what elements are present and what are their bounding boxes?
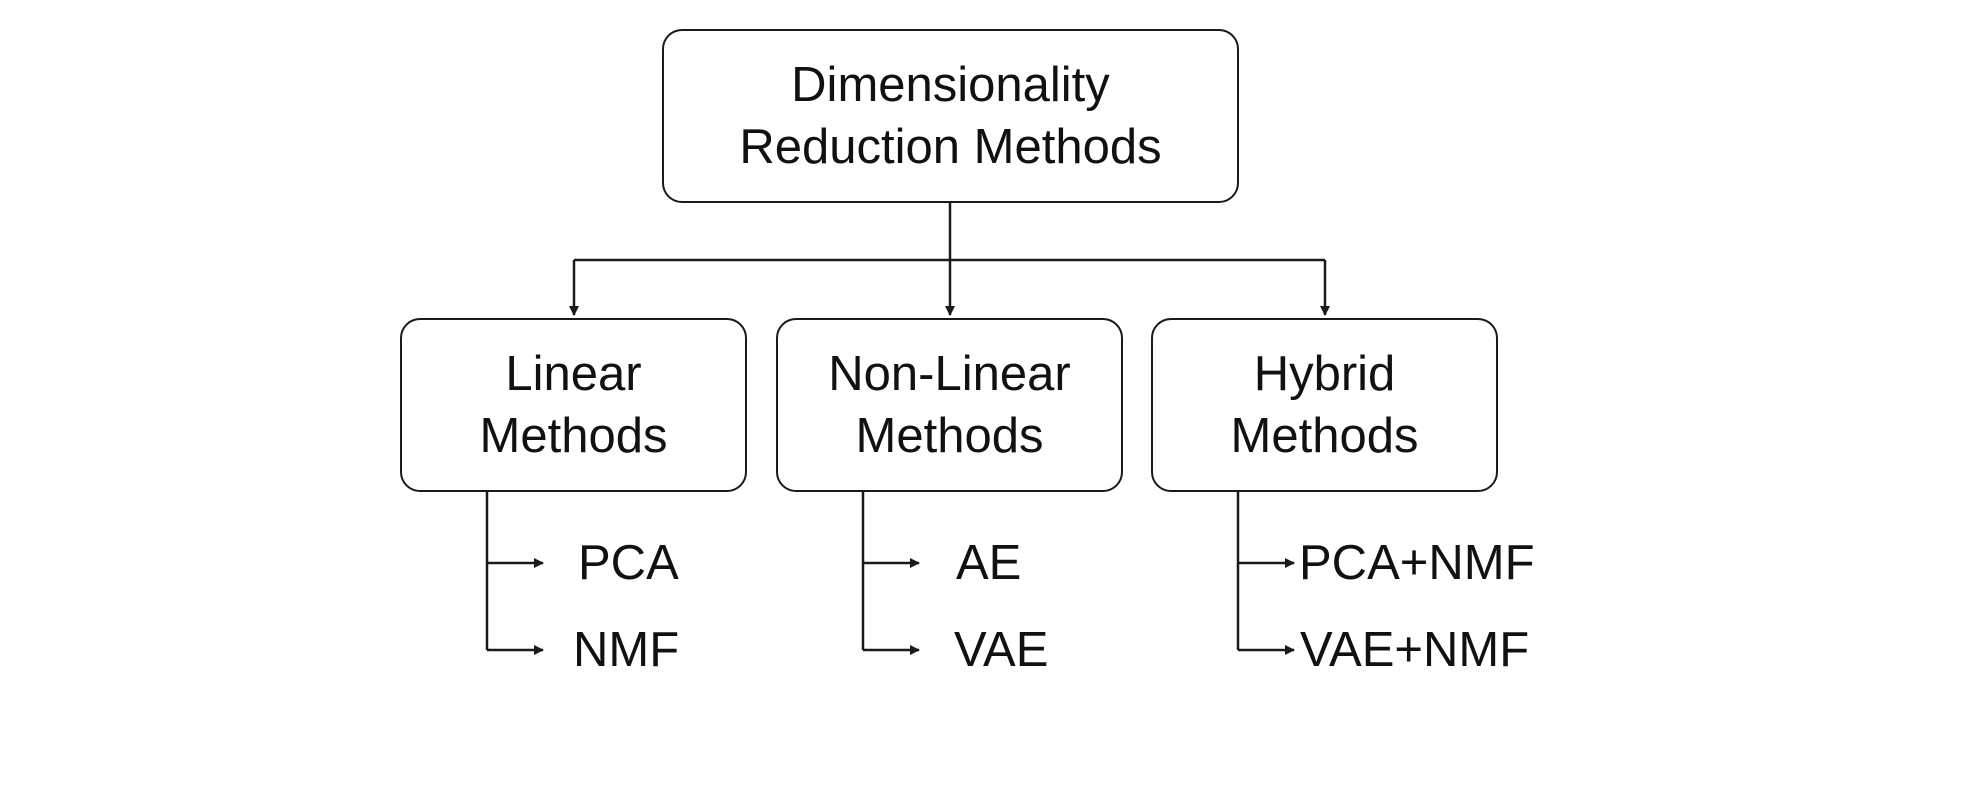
leaf-ae: AE (956, 536, 1022, 590)
root-node-label: Dimensionality Reduction Methods (739, 54, 1161, 178)
hybrid-methods-label: Hybrid Methods (1231, 343, 1419, 467)
root-node: Dimensionality Reduction Methods (662, 29, 1239, 203)
nonlinear-methods-line-2: Methods (855, 409, 1044, 463)
leaf-pca-nmf: PCA+NMF (1299, 536, 1535, 590)
linear-methods-node: Linear Methods (400, 318, 747, 492)
root-node-line-2: Reduction Methods (739, 120, 1162, 174)
leaf-vae-nmf: VAE+NMF (1300, 623, 1530, 677)
leaf-nmf: NMF (573, 623, 680, 677)
linear-methods-line-1: Linear (505, 347, 642, 401)
nonlinear-methods-label: Non-Linear Methods (828, 343, 1070, 467)
nonlinear-methods-line-1: Non-Linear (828, 347, 1071, 401)
hybrid-methods-node: Hybrid Methods (1151, 318, 1498, 492)
hybrid-methods-line-2: Methods (1230, 409, 1419, 463)
leaf-pca: PCA (578, 536, 679, 590)
root-node-line-1: Dimensionality (791, 58, 1110, 112)
nonlinear-methods-node: Non-Linear Methods (776, 318, 1123, 492)
hybrid-methods-line-1: Hybrid (1253, 347, 1396, 401)
linear-methods-label: Linear Methods (480, 343, 668, 467)
leaf-vae: VAE (954, 623, 1049, 677)
linear-methods-line-2: Methods (479, 409, 668, 463)
